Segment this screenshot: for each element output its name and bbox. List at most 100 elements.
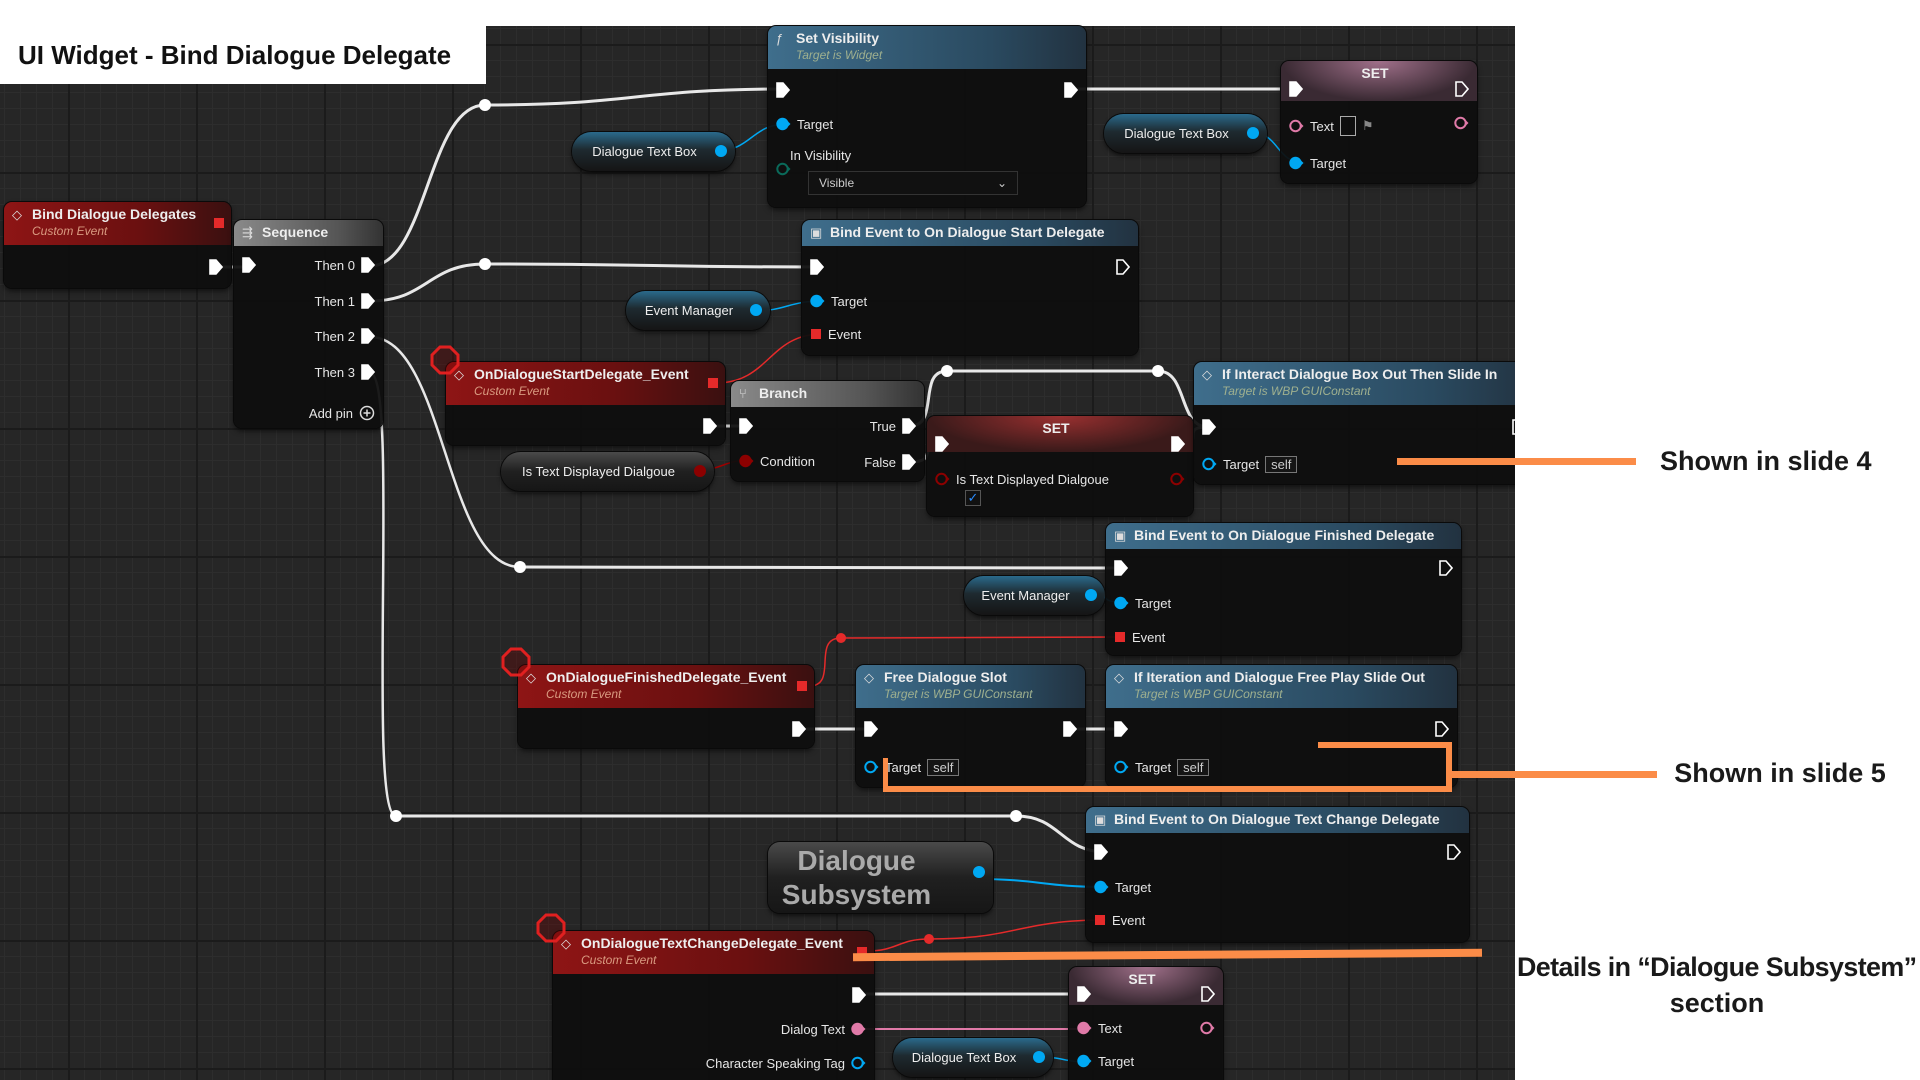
exec-pin-icon[interactable] (852, 987, 866, 1003)
node-header[interactable]: ▣Bind Event to On Dialogue Text Change D… (1086, 807, 1469, 833)
pin-delegate[interactable] (796, 677, 808, 695)
pin-is-text-displayed-dialgoue[interactable]: Is Text Displayed Dialgoue (935, 470, 1109, 488)
variable-dtb1[interactable]: Dialogue Text Box (572, 132, 735, 171)
visibility-dropdown[interactable]: Visible⌄ (808, 171, 1018, 195)
pin-event[interactable]: Event (810, 325, 861, 343)
object-pin-icon[interactable] (776, 117, 791, 131)
pin-exec[interactable] (1202, 418, 1216, 436)
pin-false[interactable]: False (864, 453, 916, 471)
exec-pin-icon[interactable] (361, 328, 375, 344)
pin-target[interactable]: Target (810, 292, 867, 310)
pin-exec[interactable] (703, 417, 717, 435)
object-pin-icon[interactable] (1077, 1054, 1092, 1068)
pin-exec[interactable] (776, 81, 790, 99)
pin-target[interactable]: Target (1114, 594, 1171, 612)
breakpoint-icon[interactable] (430, 345, 460, 375)
text-pin-icon[interactable] (1200, 1021, 1215, 1035)
exec-pin-icon[interactable] (902, 454, 916, 470)
pin-exec[interactable] (1114, 559, 1128, 577)
breakpoint-icon[interactable] (536, 913, 566, 943)
pin-exec[interactable] (1077, 985, 1091, 1003)
delegate-pin-icon[interactable] (213, 217, 225, 229)
pin-then-2[interactable]: Then 2 (315, 327, 375, 345)
delegate-pin-icon[interactable] (810, 328, 822, 340)
pin-target[interactable]: Target (1289, 154, 1346, 172)
exec-pin-icon[interactable] (1116, 259, 1130, 275)
pin-delegate[interactable] (856, 943, 868, 961)
object-pin-icon[interactable] (1289, 156, 1304, 170)
text-pin-icon[interactable] (851, 1022, 866, 1036)
exec-pin-icon[interactable] (703, 418, 717, 434)
pin-exec[interactable] (209, 258, 223, 276)
exec-pin-icon[interactable] (1064, 82, 1078, 98)
pin-exec[interactable] (1064, 81, 1078, 99)
node-bind-start[interactable]: ▣Bind Event to On Dialogue Start Delegat… (802, 220, 1138, 355)
struct-pin-icon[interactable] (851, 1056, 866, 1070)
pin-target[interactable]: Target (1077, 1052, 1134, 1070)
pin-delegate[interactable] (213, 214, 225, 232)
exec-pin-icon[interactable] (361, 364, 375, 380)
exec-pin-icon[interactable] (1439, 560, 1453, 576)
exec-pin-icon[interactable] (1114, 560, 1128, 576)
delegate-pin-icon[interactable] (1114, 631, 1126, 643)
exec-pin-icon[interactable] (1435, 721, 1449, 737)
pin-exec[interactable] (1063, 720, 1077, 738)
pin-exec[interactable] (1201, 985, 1215, 1003)
object-pin-icon[interactable] (1114, 596, 1129, 610)
node-header[interactable]: ▣Bind Event to On Dialogue Start Delegat… (802, 220, 1138, 246)
exec-pin-icon[interactable] (1077, 986, 1091, 1002)
node-set-bool[interactable]: SET✓Is Text Displayed Dialgoue (927, 416, 1193, 516)
pin-text[interactable]: Text (1077, 1019, 1122, 1037)
pin-exec[interactable] (739, 417, 753, 435)
enum-pin-icon[interactable] (776, 162, 791, 176)
node-header[interactable]: ⇶Sequence (234, 220, 383, 246)
pin-exec[interactable] (1435, 720, 1449, 738)
pin-delegate[interactable] (707, 374, 719, 392)
delegate-pin-icon[interactable] (1094, 914, 1106, 926)
pin-exec[interactable] (935, 435, 949, 453)
variable-output-pin[interactable] (715, 145, 727, 157)
pin-bool[interactable] (1170, 470, 1185, 488)
exec-pin-icon[interactable] (1114, 721, 1128, 737)
node-header[interactable]: ▣Bind Event to On Dialogue Finished Dele… (1106, 523, 1461, 549)
pin-exec[interactable] (1114, 720, 1128, 738)
pin-target[interactable]: Target (776, 115, 833, 133)
pin-exec[interactable] (810, 258, 824, 276)
exec-pin-icon[interactable] (1094, 844, 1108, 860)
pin-dialog-text[interactable]: Dialog Text (781, 1020, 866, 1038)
exec-pin-icon[interactable] (1063, 721, 1077, 737)
exec-pin-icon[interactable] (361, 293, 375, 309)
breakpoint-icon[interactable] (501, 647, 531, 677)
delegate-pin-icon[interactable] (707, 377, 719, 389)
pin-character-speaking-tag[interactable]: Character Speaking Tag (706, 1054, 866, 1072)
pin-text[interactable] (1454, 114, 1469, 132)
bool-pin-icon[interactable] (739, 454, 754, 468)
pin-exec[interactable] (1094, 843, 1108, 861)
pin-exec[interactable] (792, 720, 806, 738)
node-if-iteration[interactable]: ◇If Iteration and Dialogue Free Play Sli… (1106, 665, 1457, 787)
variable-output-pin[interactable] (694, 465, 706, 477)
pin-exec[interactable] (852, 986, 866, 1004)
object-pin-icon[interactable] (1114, 760, 1129, 774)
exec-pin-icon[interactable] (1447, 844, 1461, 860)
pin-exec[interactable] (242, 256, 256, 274)
pin-text[interactable]: Text⚑ (1289, 116, 1374, 136)
pin-event[interactable]: Event (1094, 911, 1145, 929)
pin-then-0[interactable]: Then 0 (315, 256, 375, 274)
self-value-box[interactable]: self (1265, 455, 1298, 473)
pin-target[interactable]: Target (1094, 878, 1151, 896)
pin-add-pin[interactable]: Add pin (309, 404, 375, 422)
pin-then-1[interactable]: Then 1 (315, 292, 375, 310)
exec-pin-icon[interactable] (864, 721, 878, 737)
bool-checkbox[interactable]: ✓ (965, 490, 981, 506)
pin-condition[interactable]: Condition (739, 452, 815, 470)
